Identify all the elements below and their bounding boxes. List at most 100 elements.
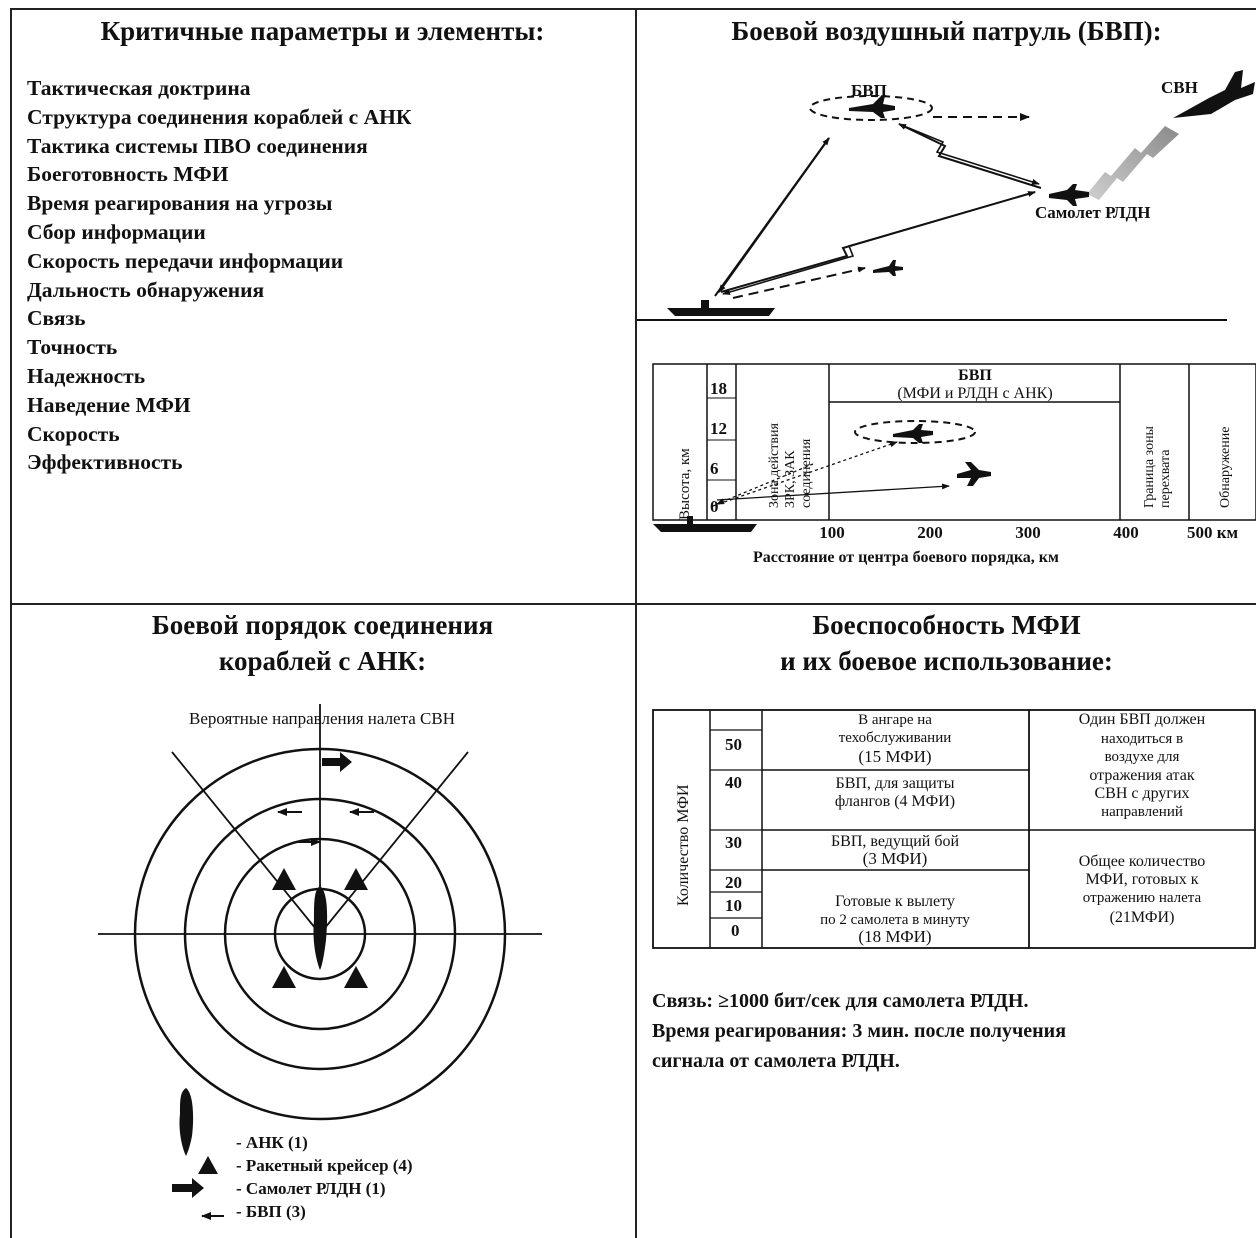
intercept-dashed-arrow bbox=[732, 266, 866, 299]
patrol-requirement-cell: Один БВП должен bbox=[1079, 711, 1206, 728]
direction-label: Вероятные направления налета СВН bbox=[189, 709, 455, 728]
patrol-requirement-cell: отражения атак bbox=[1089, 767, 1194, 784]
chart-xtick: 300 bbox=[1015, 523, 1041, 542]
params-list: Тактическая доктрина Структура соединени… bbox=[27, 74, 411, 477]
scale-value: 40 bbox=[725, 773, 742, 792]
fighter-aircraft-icon bbox=[873, 260, 903, 276]
ready-cell: Готовые к вылету bbox=[835, 893, 955, 910]
total-ready-cell: (21МФИ) bbox=[1110, 909, 1175, 926]
altitude-chart: Высота, км 18 12 6 0 Зона действия ЗРК, … bbox=[652, 363, 1256, 566]
note-line: Время реагирования: 3 мин. после получен… bbox=[652, 1020, 1067, 1042]
chart-xtick: 100 bbox=[819, 523, 845, 542]
params-item: Тактическая доктрина bbox=[27, 76, 251, 100]
formation-title-line1: Боевой порядок соединения bbox=[151, 610, 494, 640]
fighter-table: Количество МФИ 50 40 30 20 10 0 В ангаре… bbox=[652, 709, 1256, 949]
chart-ylabel: Высота, км bbox=[677, 448, 693, 520]
params-item: Точность bbox=[27, 335, 118, 360]
chart-arrow bbox=[712, 441, 898, 507]
chart-ytick: 12 bbox=[710, 419, 727, 438]
scale-value: 10 bbox=[725, 896, 742, 915]
awacs-aircraft-icon bbox=[1049, 184, 1089, 206]
patrol-zone-ellipse bbox=[809, 95, 933, 121]
note-line: Связь: ≥1000 бит/сек для самолета РЛДН. bbox=[652, 990, 1029, 1012]
zone-label: Зона действия bbox=[767, 423, 782, 508]
legend-label: - Ракетный крейсер (4) bbox=[236, 1156, 413, 1175]
fighter-title-line1: Боеспособность МФИ bbox=[812, 610, 1081, 640]
chart-patrol-ellipse bbox=[854, 420, 976, 444]
quadrant-divider-horizontal bbox=[10, 603, 1256, 605]
flank-cell: флангов (4 МФИ) bbox=[835, 793, 955, 810]
boundary-label: Граница зоны bbox=[1142, 425, 1157, 508]
params-item: Время реагирования на угрозы bbox=[27, 191, 333, 216]
patrol-requirement-cell: воздухе для bbox=[1105, 749, 1180, 765]
ship-awacs-zigzag bbox=[720, 191, 1036, 293]
cruiser-icon bbox=[344, 966, 368, 988]
boundary-label: перехвата bbox=[1158, 449, 1173, 508]
scale-value: 20 bbox=[725, 873, 742, 892]
zone-label: соединения bbox=[799, 438, 814, 508]
awacs-ship-zigzag bbox=[722, 191, 1036, 295]
chart-arrow bbox=[716, 463, 814, 505]
awacs-marker-icon bbox=[322, 752, 352, 772]
cruiser-icon bbox=[344, 868, 368, 890]
fighter-notes: Связь: ≥1000 бит/сек для самолета РЛДН. … bbox=[652, 986, 1066, 1076]
chart-ytick: 18 bbox=[710, 379, 727, 398]
legend-awacs-icon bbox=[172, 1178, 204, 1198]
chart-bvp-aircraft-icon bbox=[893, 424, 933, 443]
params-item: Тактика системы ПВО соединения bbox=[27, 133, 368, 158]
patrol-bvp-label: БВП bbox=[851, 81, 887, 100]
ship-icon bbox=[667, 300, 775, 316]
chart-ytick: 6 bbox=[710, 459, 719, 478]
zone-label: ЗРК, ЗАК bbox=[783, 450, 798, 508]
quadrant-divider-vertical bbox=[635, 8, 637, 1238]
bvp-to-ship-arrow bbox=[718, 137, 830, 293]
patrol-requirement-cell: направлений bbox=[1101, 804, 1183, 820]
params-item: Сбор информации bbox=[27, 219, 206, 244]
total-ready-cell: Общее количество bbox=[1079, 853, 1206, 870]
params-item: Скорость передачи информации bbox=[27, 248, 344, 273]
awacs-bvp-zigzag bbox=[898, 123, 1042, 189]
patrol-title: Боевой воздушный патруль (БВП): bbox=[731, 16, 1162, 46]
params-item: Наведение МФИ bbox=[27, 392, 191, 417]
radar-beam bbox=[1087, 126, 1179, 200]
formation-title-line2: кораблей с АНК: bbox=[218, 646, 427, 676]
outer-frame bbox=[10, 8, 1256, 1238]
note-line: сигнала от самолета РЛДН. bbox=[652, 1050, 900, 1072]
chart-xlabel: Расстояние от центра боевого порядка, км bbox=[753, 549, 1059, 566]
carrier-icon bbox=[313, 886, 328, 970]
detection-label: Обнаружение bbox=[1218, 427, 1233, 508]
cruiser-icon bbox=[272, 868, 296, 890]
chart-arrow bbox=[716, 483, 950, 501]
params-title: Критичные параметры и элементы: bbox=[100, 16, 545, 46]
bvp-awacs-zigzag bbox=[898, 123, 1040, 185]
chart-xtick: 400 bbox=[1113, 523, 1139, 542]
ready-cell: (18 МФИ) bbox=[858, 927, 931, 946]
bvp-zone-subtitle: (МФИ и РЛДН с АНК) bbox=[897, 385, 1052, 402]
chart-xtick: 500 км bbox=[1187, 523, 1239, 542]
enemy-aircraft-icon bbox=[1173, 70, 1255, 118]
bvp-zone-title: БВП bbox=[958, 367, 992, 384]
threat-direction-line bbox=[319, 751, 469, 935]
scale-value: 0 bbox=[731, 921, 740, 940]
params-item: Надежность bbox=[27, 363, 146, 388]
params-item: Скорость bbox=[27, 421, 120, 446]
scale-value: 50 bbox=[725, 735, 742, 754]
table-axis-label: Количество МФИ bbox=[675, 784, 692, 906]
params-item: Дальность обнаружения bbox=[27, 277, 265, 302]
threat-direction-line bbox=[171, 751, 321, 935]
bvp-aircraft-icon bbox=[849, 96, 895, 118]
hangar-cell: техобслуживании bbox=[839, 730, 952, 746]
combat-cell: (3 МФИ) bbox=[863, 849, 928, 868]
legend-label: - АНК (1) bbox=[236, 1133, 308, 1152]
scale-value: 30 bbox=[725, 833, 742, 852]
ready-cell: по 2 самолета в минуту bbox=[820, 912, 970, 928]
legend-carrier-icon bbox=[179, 1088, 194, 1156]
total-ready-cell: отражению налета bbox=[1083, 890, 1202, 906]
chart-fighter-icon bbox=[957, 462, 991, 486]
total-ready-cell: МФИ, готовых к bbox=[1085, 871, 1198, 888]
legend-cruiser-icon bbox=[198, 1156, 218, 1174]
patrol-requirement-cell: находиться в bbox=[1101, 731, 1183, 747]
params-item: Эффективность bbox=[27, 450, 183, 475]
legend-label: - БВП (3) bbox=[236, 1202, 306, 1221]
chart-ship-icon bbox=[653, 516, 757, 532]
